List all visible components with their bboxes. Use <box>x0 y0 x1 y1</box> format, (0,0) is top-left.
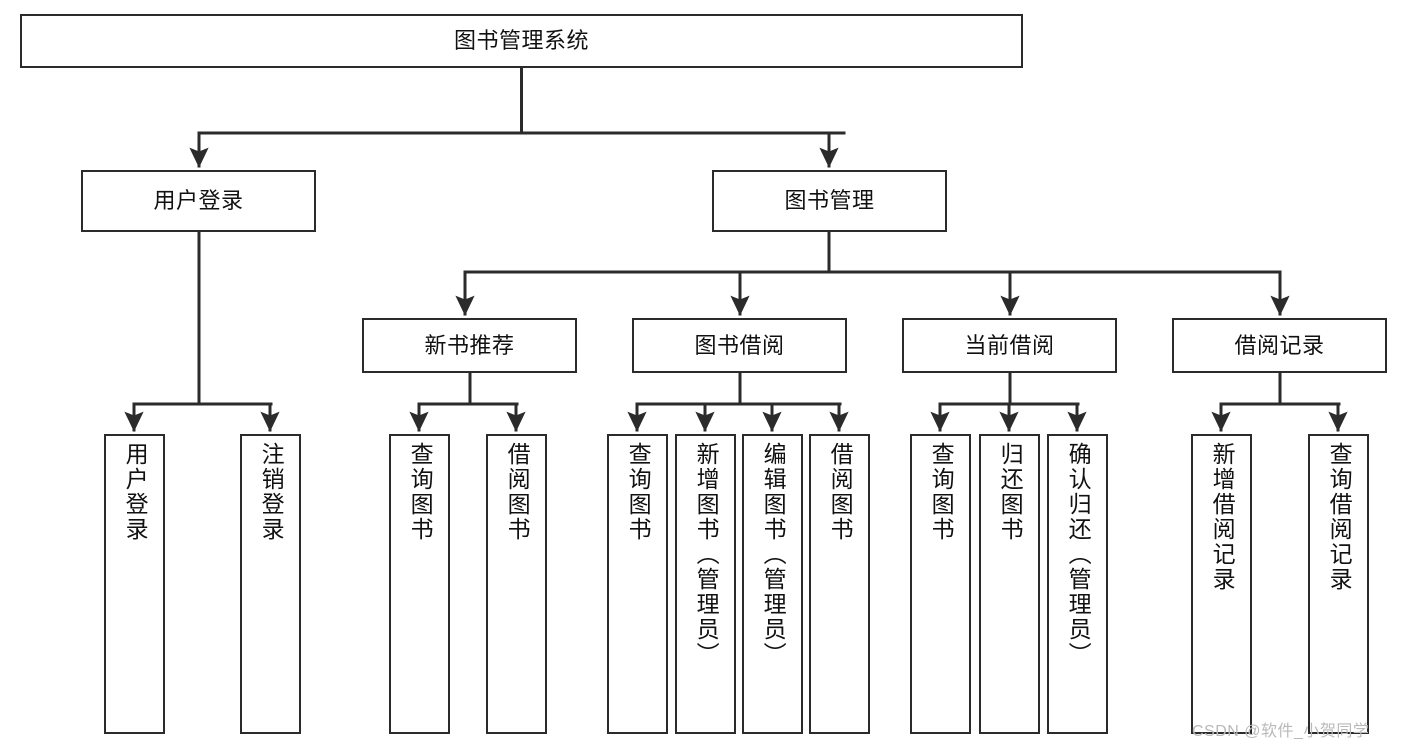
node-new-book-recommend-label: 新书推荐 <box>424 332 515 358</box>
node-root-label: 图书管理系统 <box>453 28 589 54</box>
node-current-borrow-label: 当前借阅 <box>964 332 1055 358</box>
node-leaf-edit-book-label: 编辑图书（管理员） <box>760 442 787 667</box>
node-leaf-return-book[interactable]: 归还图书 <box>979 434 1040 734</box>
node-leaf-add-record-label: 新增借阅记录 <box>1209 442 1236 592</box>
node-leaf-add-book[interactable]: 新增图书（管理员） <box>675 434 736 734</box>
node-borrow-record-label: 借阅记录 <box>1234 332 1325 358</box>
node-new-book-recommend[interactable]: 新书推荐 <box>362 318 577 373</box>
node-leaf-edit-book[interactable]: 编辑图书（管理员） <box>742 434 803 734</box>
node-leaf-add-record[interactable]: 新增借阅记录 <box>1191 434 1252 734</box>
node-book-manage[interactable]: 图书管理 <box>712 170 947 232</box>
node-leaf-query-book-1-label: 查询图书 <box>407 442 434 542</box>
node-leaf-confirm-return-label: 确认归还（管理员） <box>1065 442 1092 667</box>
node-book-borrow[interactable]: 图书借阅 <box>632 318 847 373</box>
node-leaf-query-book-2-label: 查询图书 <box>625 442 652 542</box>
node-leaf-borrow-book-2-label: 借阅图书 <box>827 442 854 542</box>
node-leaf-confirm-return[interactable]: 确认归还（管理员） <box>1047 434 1108 734</box>
node-leaf-query-book-1[interactable]: 查询图书 <box>389 434 450 734</box>
node-user-login[interactable]: 用户登录 <box>81 170 316 232</box>
node-leaf-add-book-label: 新增图书（管理员） <box>693 442 720 667</box>
node-root[interactable]: 图书管理系统 <box>20 14 1023 68</box>
node-leaf-user-login[interactable]: 用户登录 <box>104 434 165 734</box>
node-leaf-user-logout-label: 注销登录 <box>258 442 285 542</box>
node-leaf-query-book-3-label: 查询图书 <box>928 442 955 542</box>
node-borrow-record[interactable]: 借阅记录 <box>1172 318 1387 373</box>
node-leaf-borrow-book-1[interactable]: 借阅图书 <box>486 434 547 734</box>
node-leaf-user-login-label: 用户登录 <box>122 442 149 542</box>
watermark: CSDN @软件_小贺同学 <box>1192 717 1369 741</box>
node-leaf-query-book-3[interactable]: 查询图书 <box>910 434 971 734</box>
node-leaf-query-record-label: 查询借阅记录 <box>1326 442 1353 592</box>
node-book-borrow-label: 图书借阅 <box>694 332 785 358</box>
node-current-borrow[interactable]: 当前借阅 <box>902 318 1117 373</box>
node-leaf-return-book-label: 归还图书 <box>997 442 1024 542</box>
node-leaf-user-logout[interactable]: 注销登录 <box>240 434 301 734</box>
node-user-login-label: 用户登录 <box>153 188 244 214</box>
node-leaf-query-record[interactable]: 查询借阅记录 <box>1308 434 1369 734</box>
node-leaf-borrow-book-2[interactable]: 借阅图书 <box>809 434 870 734</box>
node-leaf-query-book-2[interactable]: 查询图书 <box>607 434 668 734</box>
node-leaf-borrow-book-1-label: 借阅图书 <box>504 442 531 542</box>
watermark-text: CSDN @软件_小贺同学 <box>1192 723 1370 740</box>
node-book-manage-label: 图书管理 <box>784 188 875 214</box>
